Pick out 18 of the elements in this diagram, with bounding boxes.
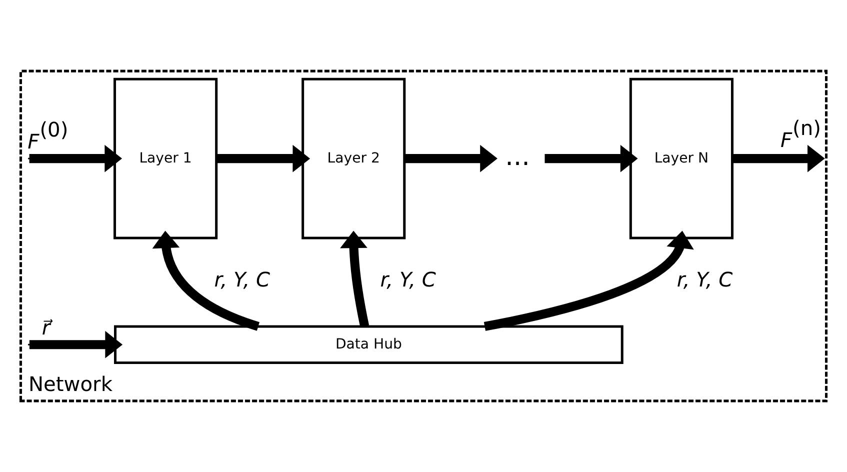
edge-label: r, Y, C [676,267,733,292]
node-box: Layer 2 [302,78,406,240]
edge-label: r⃗ [42,315,50,340]
node-text: ... [505,142,530,172]
arrow [152,230,260,331]
node-box: Layer N [629,78,734,240]
arrow [732,144,825,172]
node-box: Layer 1 [114,78,218,240]
node-box: Data Hub [114,325,624,364]
arrow [544,144,638,172]
edge-label: r, Y, C [380,267,436,292]
arrow [340,230,370,328]
edge-label: r, Y, C [214,267,270,292]
arrow [29,144,122,172]
arrow [216,144,310,172]
arrow [29,330,123,358]
arrow [484,230,694,331]
arrow [404,144,498,172]
